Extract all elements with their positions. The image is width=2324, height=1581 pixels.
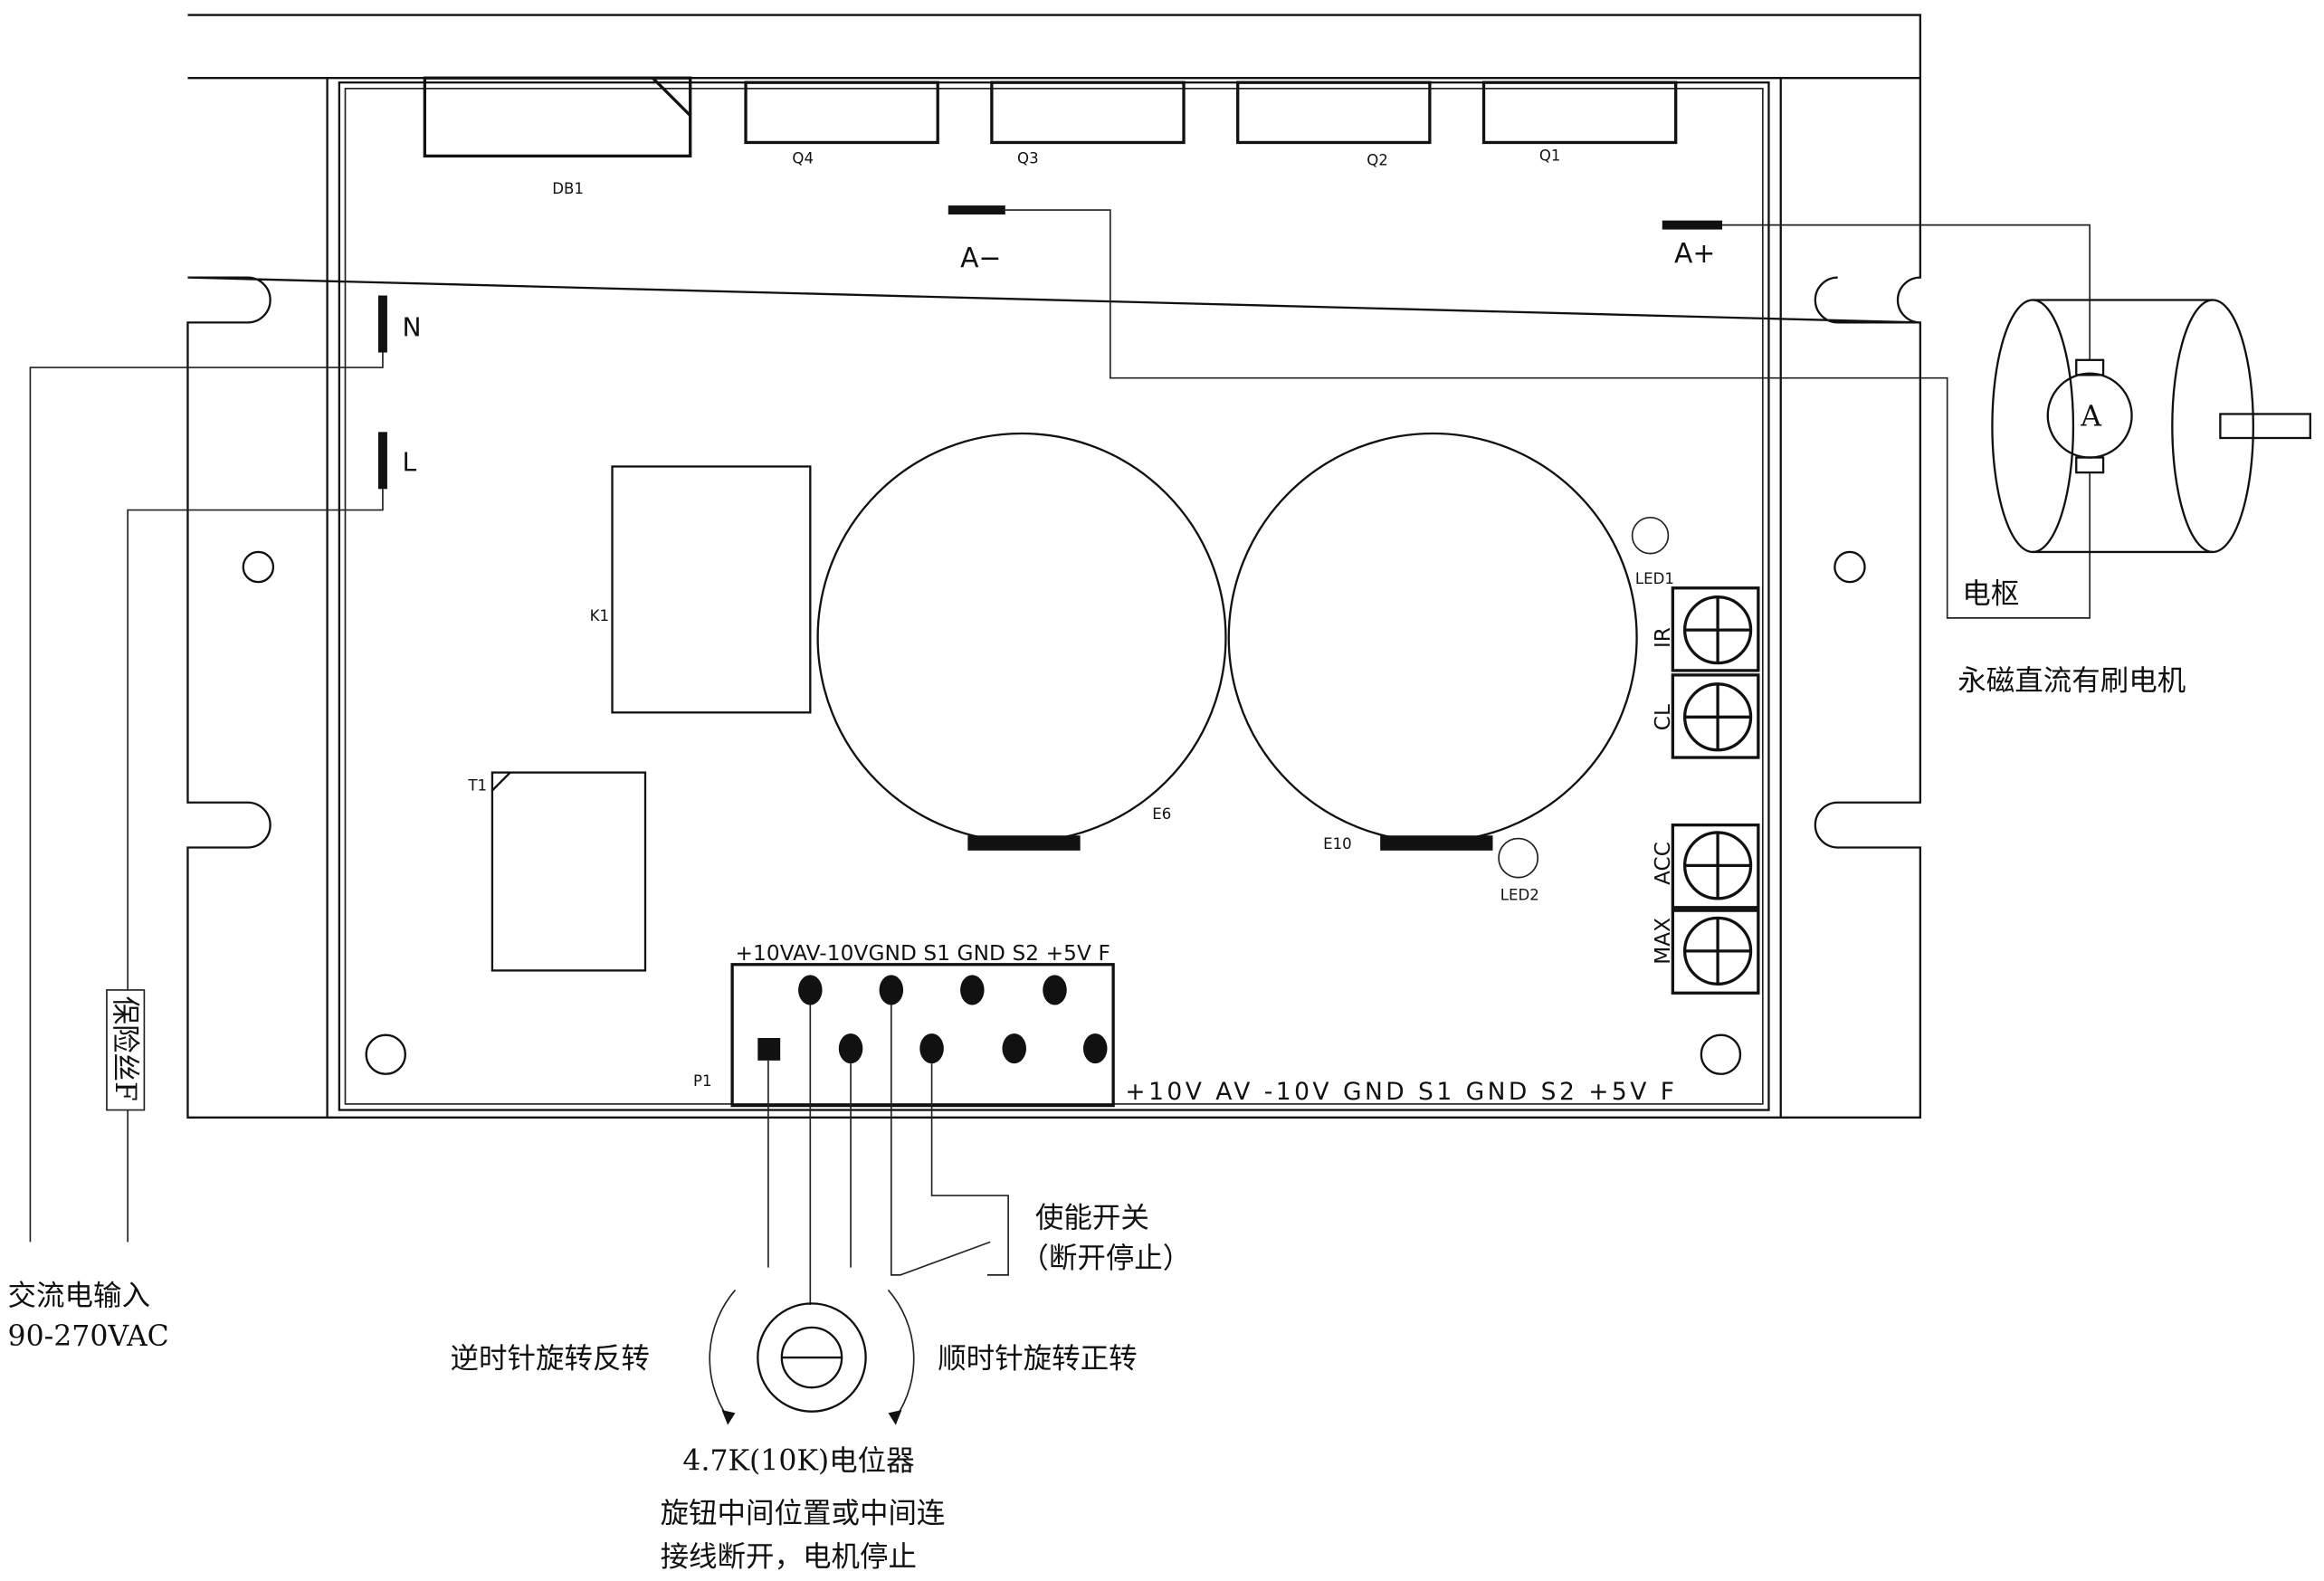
- pcb: DB1 Q4 Q3 Q2 Q1 A− A+ N L K1 T1 E6 E10 L…: [338, 76, 1770, 1111]
- trim-pots: IR CL ACC MAX: [1651, 586, 1760, 995]
- a-minus-terminal: [948, 205, 1005, 215]
- control-wiring: 使能开关 （断开停止） 逆时针旋转反转 顺时针旋转正转 4.7K(10K)电位器…: [451, 1005, 1191, 1573]
- t1-label: T1: [467, 777, 487, 795]
- ac-voltage-label: 90-270VAC: [8, 1320, 169, 1353]
- fuse: [106, 989, 146, 1111]
- ammeter-label: A: [2080, 401, 2102, 433]
- e6-capacitor: [816, 432, 1227, 843]
- l-label: L: [402, 447, 416, 477]
- pot-label: 4.7K(10K)电位器: [682, 1444, 914, 1477]
- db1-bridge: [423, 76, 692, 158]
- a-plus-label: A+: [1674, 238, 1715, 270]
- e10-label: E10: [1323, 835, 1352, 852]
- p1-connector: P1 +10VAV-10VGND S1 GND S2 +5V F +10V AV…: [693, 941, 1674, 1108]
- led2: [1498, 837, 1539, 879]
- mount-hole: [242, 550, 275, 584]
- motor: A 电枢 永磁直流有刷电机: [1005, 209, 2311, 697]
- t1-transformer: [491, 771, 647, 972]
- enable-note-label: （断开停止）: [1020, 1243, 1191, 1275]
- p1-label: P1: [693, 1072, 712, 1090]
- q3: [990, 81, 1186, 145]
- q1: [1481, 81, 1678, 145]
- ac-input-label: 交流电输入: [8, 1280, 150, 1312]
- k1-label: K1: [590, 607, 609, 624]
- led1-label: LED1: [1635, 570, 1674, 587]
- ammeter-icon: [2046, 372, 2133, 459]
- led2-label: LED2: [1500, 886, 1539, 903]
- e10-capacitor: [1227, 432, 1638, 843]
- ccw-label: 逆时针旋转反转: [451, 1343, 650, 1376]
- p1-top-labels: +10VAV-10VGND S1 GND S2 +5V F: [735, 941, 1110, 966]
- max-label: MAX: [1651, 918, 1675, 965]
- pot-note-1: 旋钮中间位置或中间连: [661, 1497, 946, 1529]
- acc-label: ACC: [1651, 842, 1675, 885]
- ir-label: IR: [1651, 627, 1675, 648]
- enable-switch-label: 使能开关: [1035, 1202, 1149, 1234]
- a-plus-terminal: [1662, 220, 1723, 230]
- q3-label: Q3: [1017, 150, 1039, 167]
- n-terminal: [377, 295, 387, 353]
- p1-bottom-labels: +10V AV -10V GND S1 GND S2 +5V F: [1125, 1078, 1674, 1106]
- n-label: N: [402, 312, 421, 342]
- q2: [1236, 81, 1432, 145]
- potentiometer: [757, 1302, 867, 1413]
- q2-label: Q2: [1367, 151, 1388, 168]
- e6-label: E6: [1152, 805, 1171, 823]
- pot-note-2: 接线断开，电机停止: [661, 1540, 917, 1573]
- a-minus-label: A−: [960, 243, 1001, 274]
- q4: [744, 81, 939, 145]
- k1-relay: [611, 465, 812, 714]
- motor-shaft: [2219, 413, 2311, 440]
- cl-label: CL: [1651, 704, 1675, 730]
- q1-label: Q1: [1539, 147, 1561, 164]
- mount-hole: [1833, 550, 1866, 584]
- cw-label: 顺时针旋转正转: [938, 1343, 1137, 1376]
- led1: [1631, 517, 1670, 555]
- armature-label: 电枢: [1962, 577, 2019, 610]
- ac-wiring: 保险丝F 交流电输入 90-270VAC: [8, 352, 384, 1353]
- fuse-label: 保险丝F: [109, 996, 141, 1101]
- q4-label: Q4: [792, 150, 814, 167]
- db1-label: DB1: [552, 180, 584, 197]
- l-terminal: [377, 432, 387, 490]
- motor-label: 永磁直流有刷电机: [1957, 664, 2186, 697]
